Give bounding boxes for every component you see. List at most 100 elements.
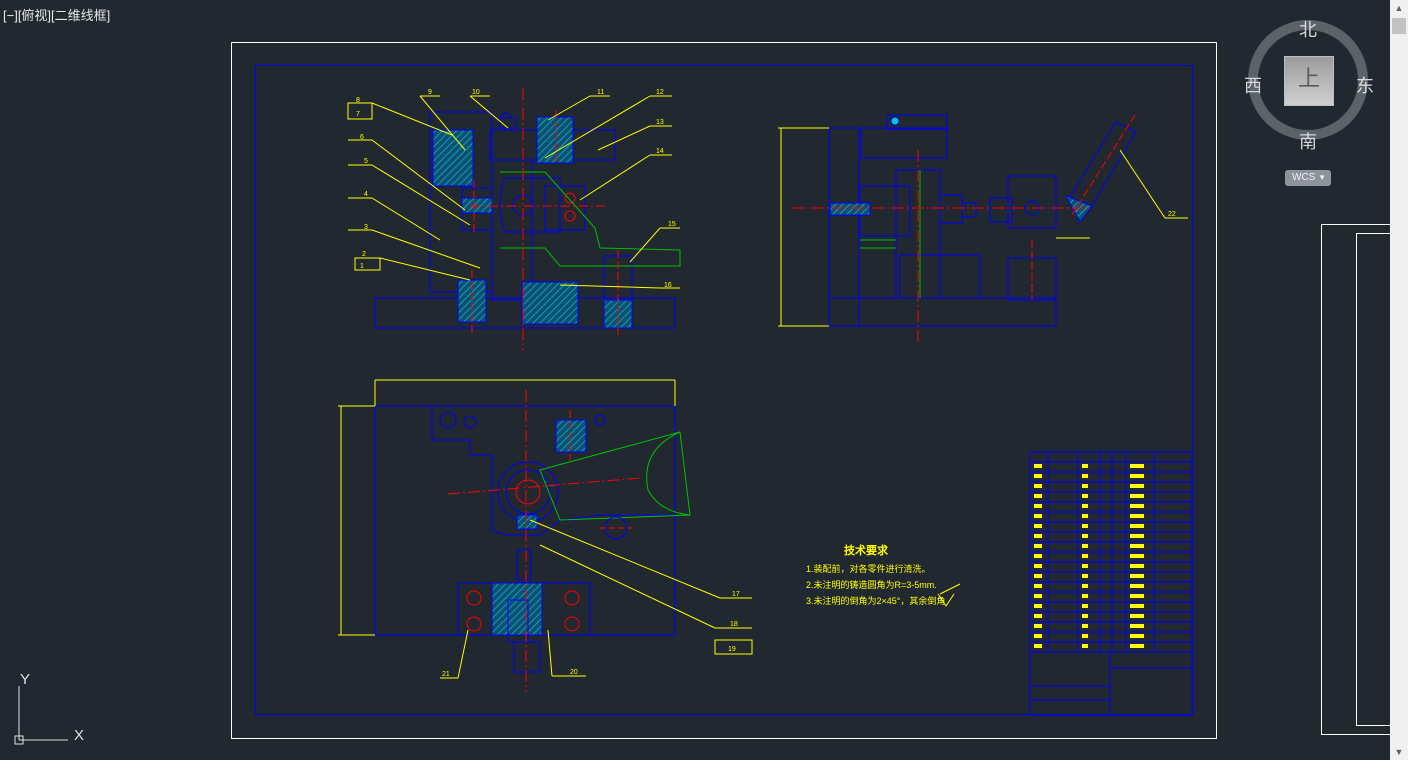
pv-lever-arc <box>646 431 691 516</box>
sv-top-block <box>860 127 948 159</box>
balloon-10-leader <box>469 95 509 129</box>
scroll-up-arrow-icon[interactable]: ▲ <box>1394 3 1404 13</box>
parts-list-cell-mark <box>1034 644 1042 648</box>
balloon-label-18: 18 <box>730 621 738 628</box>
balloon-18-leader <box>539 544 716 629</box>
parts-list-cell-mark <box>1130 564 1144 568</box>
balloon-13-leader <box>597 125 651 151</box>
parts-list-cell-mark <box>1130 584 1144 588</box>
balloon-label-1: 1 <box>360 263 364 270</box>
balloon-label-5: 5 <box>364 158 368 165</box>
sv-neck <box>961 202 977 218</box>
sv-left-plate <box>828 127 860 327</box>
parts-list-cell-mark <box>1082 634 1088 638</box>
balloon-1-box <box>354 257 381 271</box>
fv-cam <box>499 177 561 233</box>
parts-list-cell-mark <box>1130 484 1144 488</box>
balloon-label-17: 17 <box>732 591 740 598</box>
parts-list-cell-mark <box>1130 504 1144 508</box>
parts-list-cell-mark <box>1130 594 1144 598</box>
parts-list-cell-mark <box>1082 514 1088 518</box>
parts-list-cell-mark <box>1130 604 1144 608</box>
parts-list-table <box>1029 451 1193 716</box>
pv-hole-tl2 <box>463 415 477 429</box>
balloon-label-19: 19 <box>728 646 736 653</box>
balloon-label-21: 21 <box>442 671 450 678</box>
parts-list-cell-mark <box>1082 504 1088 508</box>
parts-list-cell-mark <box>1082 464 1088 468</box>
pv-stem-lower <box>516 549 532 581</box>
parts-list-cell-mark <box>1082 644 1088 648</box>
pv-boss-inner <box>505 469 551 515</box>
parts-list-cell-mark <box>1034 614 1042 618</box>
balloon-2-leader <box>379 257 471 281</box>
tech-note-3: 3.未注明的倒角为2×45°，其余倒角 <box>806 596 946 606</box>
balloon-label-22: 22 <box>1168 211 1176 218</box>
roughness-symbol <box>937 583 961 607</box>
fv-knob-top <box>499 111 513 119</box>
parts-list-cell-mark <box>1034 584 1042 588</box>
sv-inclined-tip <box>1064 195 1093 223</box>
ucs-origin-icon <box>14 735 24 745</box>
viewcube-east[interactable]: 东 <box>1356 76 1374 97</box>
wcs-label: WCS <box>1292 172 1316 183</box>
parts-list-cell-mark <box>1034 534 1042 538</box>
pv-clamp-foot <box>513 641 541 673</box>
balloon-7-leader <box>371 102 453 136</box>
viewcube-west[interactable]: 西 <box>1244 76 1262 97</box>
parts-list-cell-mark <box>1034 554 1042 558</box>
scroll-thumb[interactable] <box>1392 18 1406 34</box>
fv-clamp-block <box>536 116 574 164</box>
vertical-scrollbar[interactable]: ▲ ▼ <box>1390 0 1408 760</box>
balloon-7-box <box>347 102 373 120</box>
balloon-label-10: 10 <box>472 89 480 96</box>
sheet-inner-border <box>255 65 1193 715</box>
tech-notes-title: 技术要求 <box>844 545 888 557</box>
parts-list-cell-mark <box>1082 484 1088 488</box>
balloon-label-7: 7 <box>356 111 360 118</box>
balloon-11-leader <box>547 95 591 121</box>
parts-list-cell-mark <box>1034 464 1042 468</box>
fv-hidden-outline <box>500 171 681 267</box>
viewcube-north[interactable]: 北 <box>1299 20 1317 41</box>
parts-list-cell-mark <box>1034 504 1042 508</box>
sv-right-head <box>1007 175 1057 229</box>
parts-list-cell-mark <box>1034 604 1042 608</box>
parts-list-cell-mark <box>1082 584 1088 588</box>
wcs-menu-button[interactable]: WCS ▼ <box>1285 170 1331 186</box>
sv-pin <box>989 197 1013 223</box>
pv-slot-outline <box>431 406 675 536</box>
pv-bolt-1 <box>466 590 482 606</box>
balloon-label-2: 2 <box>362 251 366 258</box>
parts-list-cell-mark <box>1034 544 1042 548</box>
parts-list-cell-mark <box>1130 464 1144 468</box>
balloon-label-16: 16 <box>664 282 672 289</box>
balloon-label-9: 9 <box>428 89 432 96</box>
viewcube[interactable]: 北 南 东 西 上 WCS ▼ <box>1244 16 1374 186</box>
sv-coupling <box>939 194 963 224</box>
parts-list-cell-mark <box>1130 534 1144 538</box>
viewcube-south[interactable]: 南 <box>1299 132 1317 153</box>
balloon-4-leader <box>371 197 441 241</box>
balloon-14-leader <box>579 154 651 201</box>
viewcube-top-face[interactable]: 上 <box>1284 56 1334 106</box>
viewcube-ring-icon <box>1248 20 1368 140</box>
parts-list-cell-mark <box>1130 514 1144 518</box>
sv-inclined-centerline <box>1069 114 1136 219</box>
viewport-controls-label[interactable]: [−][俯视][二维线框] <box>3 8 111 23</box>
parts-list-cell-mark <box>1130 574 1144 578</box>
parts-list-cell-mark <box>1082 494 1088 498</box>
sv-lower-slot <box>899 254 981 299</box>
tech-note-1: 1.装配前，对各零件进行清洗。 <box>806 564 931 574</box>
scroll-down-arrow-icon[interactable]: ▼ <box>1394 747 1404 757</box>
ucs-x-label: X <box>74 727 84 744</box>
pv-stem <box>516 514 538 530</box>
balloon-label-12: 12 <box>656 89 664 96</box>
balloon-21-leader <box>457 629 469 679</box>
balloon-label-13: 13 <box>656 119 664 126</box>
pv-bolt-3 <box>564 590 580 606</box>
balloon-label-6: 6 <box>360 134 364 141</box>
parts-list-cell-mark <box>1130 624 1144 628</box>
parts-list-cell-mark <box>1034 564 1042 568</box>
